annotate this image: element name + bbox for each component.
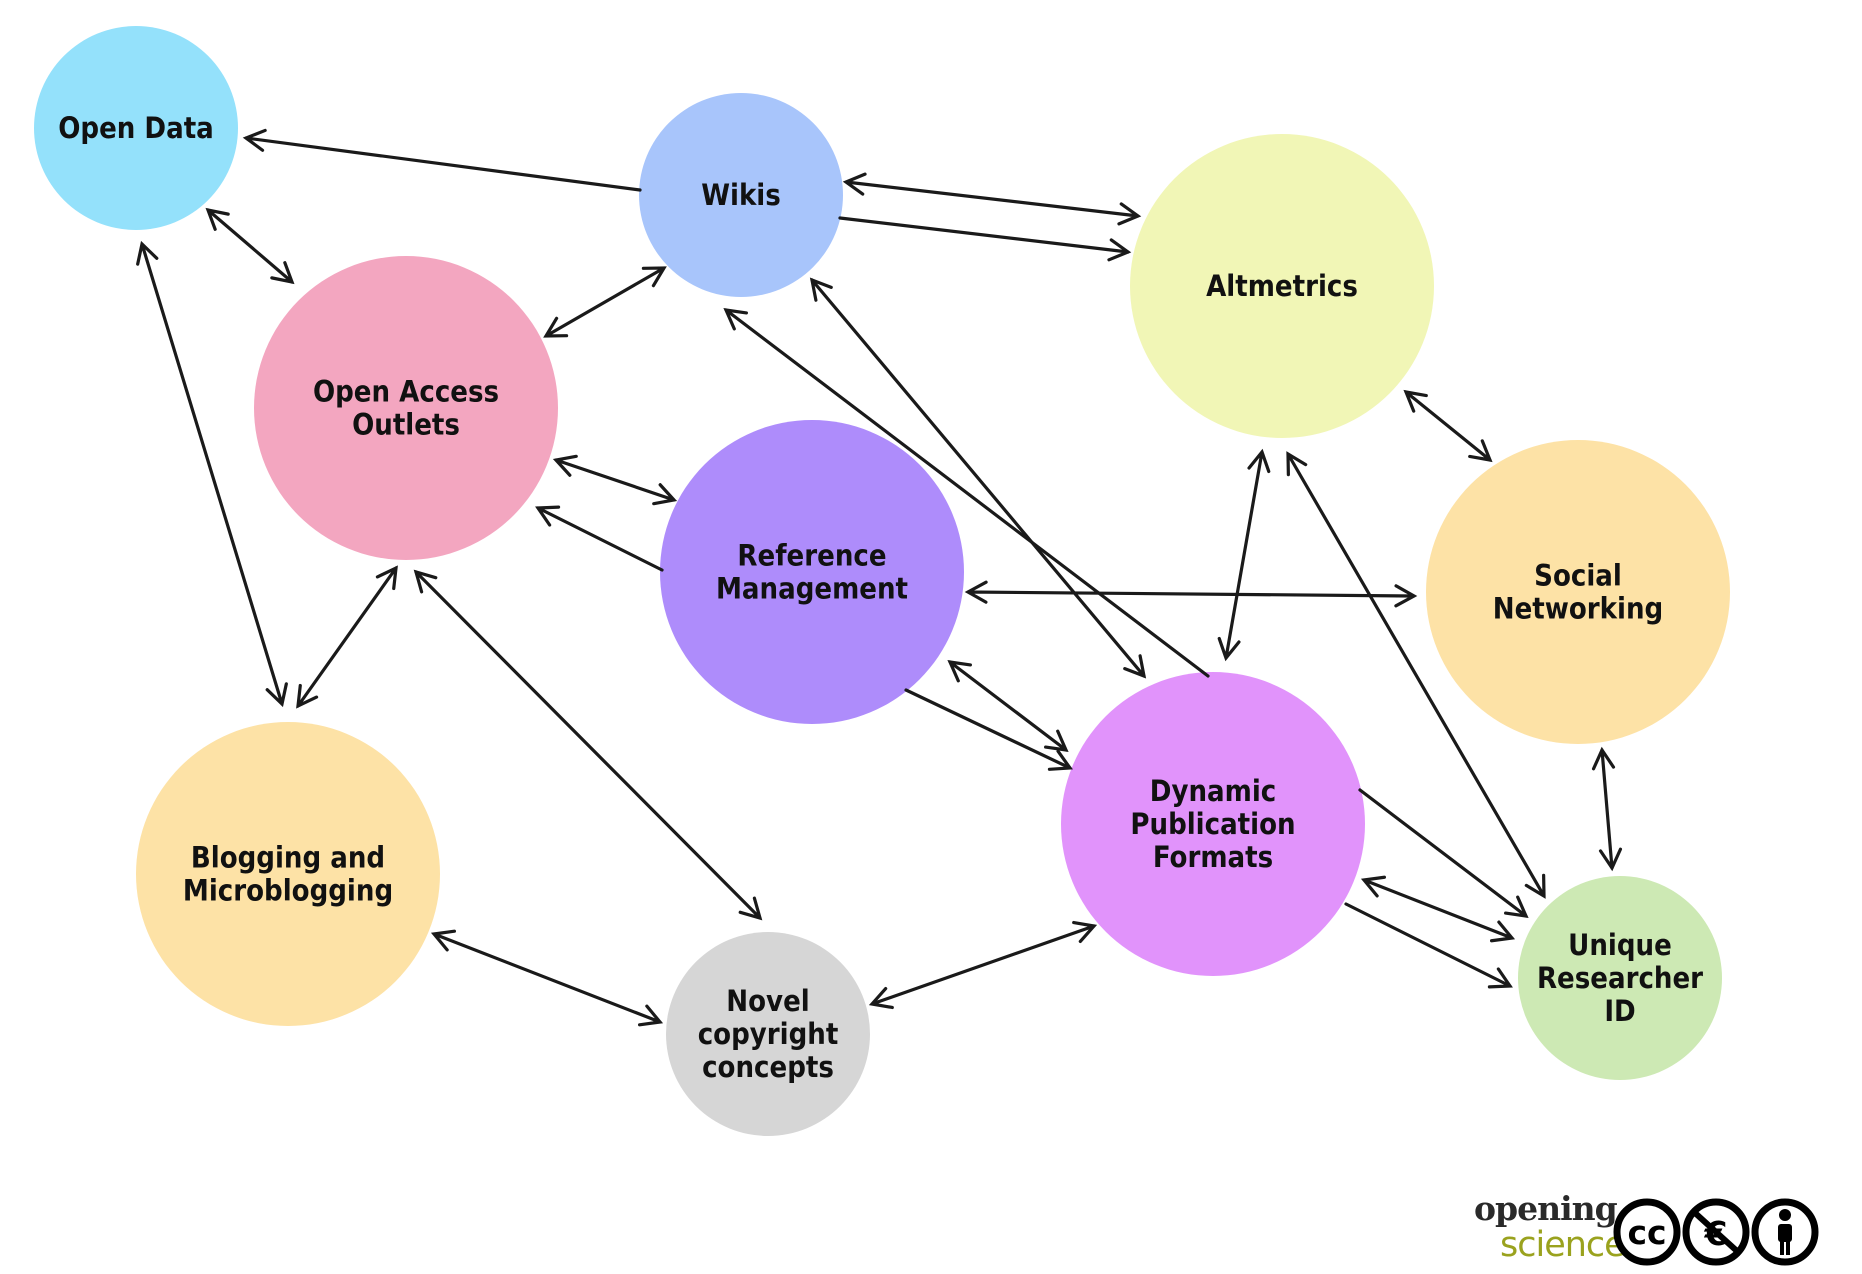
node-label-novel-copyright-concepts: concepts — [702, 1050, 834, 1084]
node-altmetrics — [1130, 134, 1434, 438]
node-circle-altmetrics — [1130, 134, 1434, 438]
node-label-wikis: Wikis — [701, 178, 781, 212]
edge-altmetrics-to-dynamic-publication-formats — [1217, 448, 1271, 662]
node-label-altmetrics: Altmetrics — [1206, 269, 1358, 303]
edge-dynamic-publication-formats-to-unique-researcher-id — [1360, 875, 1516, 943]
node-circle-reference-management — [660, 420, 964, 724]
edge-open-access-outlets-to-novel-copyright-concepts — [413, 569, 763, 921]
edge-altmetrics-to-unique-researcher-id — [1286, 451, 1546, 899]
noncommercial-euro-icon: € — [1682, 1198, 1750, 1266]
node-novel-copyright-concepts — [666, 932, 870, 1136]
node-label-open-access-outlets: Open Access — [313, 375, 499, 409]
node-circle-social-networking — [1426, 440, 1730, 744]
edge-wikis-to-dynamic-publication-formats — [809, 277, 1147, 679]
node-label-unique-researcher-id: Researcher — [1537, 961, 1703, 995]
node-circle-unique-researcher-id — [1518, 876, 1722, 1080]
attribution-person-icon — [1751, 1198, 1819, 1266]
node-dynamic-publication-formats — [1061, 672, 1365, 976]
cc-icon: cc — [1613, 1198, 1681, 1266]
node-label-novel-copyright-concepts: Novel — [726, 984, 809, 1018]
edge-dynamic-publication-formats-to-unique-researcher-id — [1358, 788, 1529, 918]
node-unique-researcher-id — [1518, 876, 1722, 1080]
node-circle-dynamic-publication-formats — [1061, 672, 1365, 976]
edge-altmetrics-to-social-networking — [1403, 389, 1493, 463]
edge-open-data-to-open-access-outlets — [205, 207, 295, 285]
logo-text-bottom: science — [1500, 1225, 1625, 1265]
edge-open-access-outlets-to-reference-management — [552, 454, 678, 506]
node-label-open-data: Open Data — [58, 111, 214, 145]
node-label-novel-copyright-concepts: copyright — [698, 1017, 839, 1051]
edge-reference-management-to-open-access-outlets — [535, 505, 664, 572]
node-label-dynamic-publication-formats: Formats — [1153, 840, 1273, 874]
node-label-reference-management: Reference — [737, 539, 886, 573]
node-label-social-networking: Networking — [1493, 592, 1663, 626]
node-wikis — [639, 93, 843, 297]
node-label-reference-management: Management — [716, 572, 908, 606]
edge-novel-copyright-concepts-to-dynamic-publication-formats — [868, 920, 1098, 1010]
edge-dynamic-publication-formats-to-unique-researcher-id — [1344, 902, 1513, 989]
node-circle-novel-copyright-concepts — [666, 932, 870, 1136]
node-circle-open-data — [34, 26, 238, 230]
node-blogging-and-microblogging — [136, 722, 440, 1026]
nodes-layer — [34, 26, 1730, 1136]
node-reference-management — [660, 420, 964, 724]
edge-reference-management-to-social-networking — [964, 580, 1418, 608]
node-social-networking — [1426, 440, 1730, 744]
opening-science-logo: opening science — [1474, 1189, 1626, 1265]
node-circle-blogging-and-microblogging — [136, 722, 440, 1026]
node-circle-open-access-outlets — [254, 256, 558, 560]
edge-wikis-to-altmetrics — [842, 172, 1142, 226]
edge-social-networking-to-unique-researcher-id — [1591, 746, 1623, 872]
node-label-dynamic-publication-formats: Publication — [1130, 807, 1295, 841]
edge-open-data-to-blogging-and-microblogging — [136, 240, 288, 708]
node-label-social-networking: Social — [1534, 559, 1622, 593]
logo-text-top: opening — [1474, 1189, 1618, 1228]
edge-open-access-outlets-to-blogging-and-microblogging — [296, 565, 398, 709]
node-label-open-access-outlets: Outlets — [352, 408, 460, 442]
node-label-dynamic-publication-formats: Dynamic — [1150, 774, 1276, 808]
edge-reference-management-to-dynamic-publication-formats — [904, 688, 1073, 771]
node-label-unique-researcher-id: ID — [1604, 994, 1635, 1028]
node-open-access-outlets — [254, 256, 558, 560]
license-badges: cc € — [1613, 1198, 1819, 1266]
node-open-data — [34, 26, 238, 230]
cc-icon-text: cc — [1627, 1213, 1666, 1252]
edges-layer — [136, 128, 1623, 1027]
edge-blogging-and-microblogging-to-novel-copyright-concepts — [430, 929, 664, 1027]
edge-wikis-to-altmetrics — [838, 216, 1132, 262]
edge-open-access-outlets-to-wikis — [543, 266, 667, 338]
node-circle-wikis — [639, 93, 843, 297]
node-label-blogging-and-microblogging: Blogging and — [191, 841, 385, 875]
edge-reference-management-to-dynamic-publication-formats — [947, 660, 1069, 752]
edge-dynamic-publication-formats-to-wikis — [723, 308, 1210, 678]
node-label-blogging-and-microblogging: Microblogging — [183, 874, 393, 908]
node-label-unique-researcher-id: Unique — [1568, 928, 1672, 962]
edge-wikis-to-open-data — [242, 128, 642, 192]
